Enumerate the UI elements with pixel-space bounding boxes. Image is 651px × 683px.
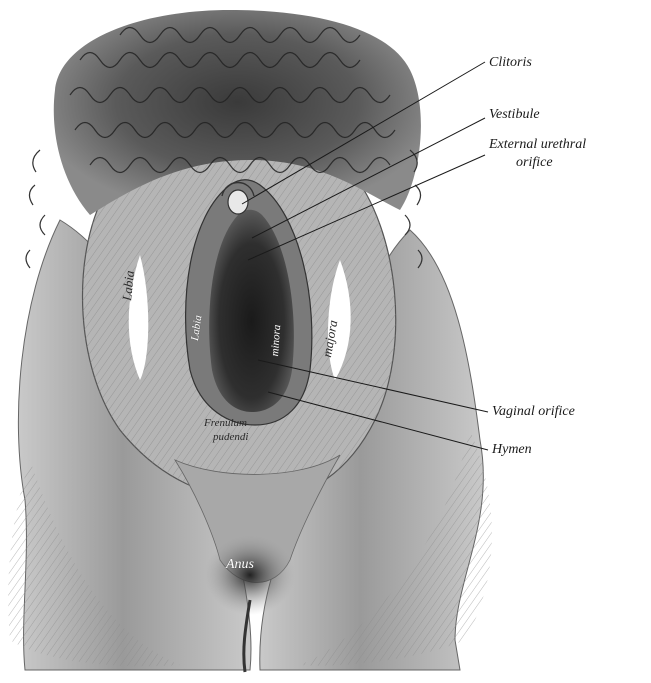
- label-urethral-line1: External urethral: [489, 138, 586, 152]
- label-frenulum-line1: Frenulum: [204, 418, 247, 429]
- label-labia-minora-right: minora: [270, 324, 283, 356]
- label-labia-majora-left: Labia: [120, 270, 136, 302]
- label-frenulum-line2: pudendi: [213, 432, 248, 443]
- label-vestibule: Vestibule: [489, 108, 540, 122]
- label-urethral-line2: orifice: [516, 156, 553, 170]
- label-hymen: Hymen: [492, 443, 532, 457]
- label-anus: Anus: [226, 558, 254, 572]
- side-hair-left: [26, 150, 45, 268]
- label-clitoris: Clitoris: [489, 56, 532, 70]
- label-vaginal-orifice: Vaginal orifice: [492, 405, 575, 419]
